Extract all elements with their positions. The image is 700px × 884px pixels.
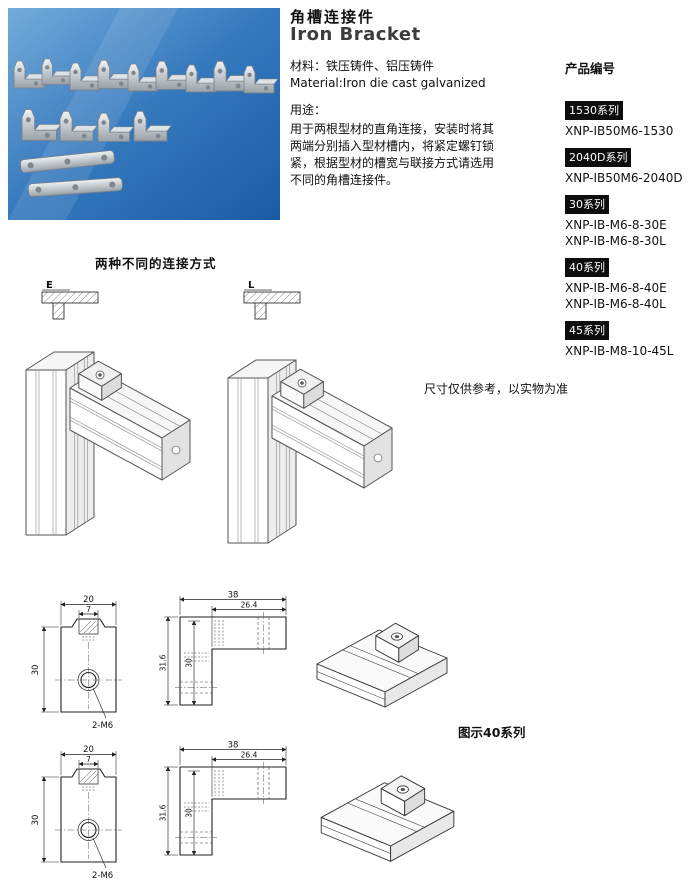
dim-length: 38 [228,741,239,751]
dim-height-outer: 31.6 [159,804,168,821]
profile-assembly [25,351,191,536]
dim-width: 20 [83,595,94,605]
connector-label-e: E [46,280,53,291]
dim-length: 38 [228,591,239,601]
product-code: XNP-IB-M6-8-40E [565,281,667,295]
product-code: XNP-IB-M6-8-30L [565,234,666,248]
profile-assembly [227,359,393,544]
product-code: XNP-IB-M6-8-30E [565,218,667,232]
material-en: Material:Iron die cast galvanized [290,76,486,90]
dim-slot: 7 [86,605,91,614]
dim-slot: 7 [86,755,91,764]
connection-heading: 两种不同的连接方式 [95,256,217,271]
product-photo [8,8,280,220]
side-view-geometry [164,746,286,855]
series-badge: 1530系列 [565,101,623,120]
product-code: XNP-IB50M6-1530 [565,124,674,138]
connector-type-e-icon: E [41,280,99,320]
material-cn: 材料：铁压铸件、铝压铸件 [290,59,435,73]
isometric-bracket [316,622,448,708]
front-view-drawing-1: 20 7 30 2-M6 [31,595,156,731]
product-code: XNP-IB50M6-2040D [565,171,683,185]
series-badge: 40系列 [565,258,609,277]
usage-block: 用途： 用于两根型材的直角连接，安装时将其两端分别插入型材槽内，将紧定螺钉锁紧，… [290,102,494,189]
dim-inner: 26.4 [241,601,258,610]
front-view-drawing-2: 20 7 30 2-M6 [31,745,156,881]
product-code: XNP-IB-M8-10-45L [565,344,674,358]
dim-height: 30 [31,665,41,676]
dim-thread: 2-M6 [92,721,113,731]
connector-label-l: L [248,280,255,291]
series-40: 40系列 XNP-IB-M6-8-40E XNP-IB-M6-8-40L [565,256,699,312]
isometric-bracket [320,775,455,862]
page-title-en: Iron Bracket [290,24,421,45]
connector-shape [243,291,301,320]
dim-width: 20 [83,745,94,755]
dimension-note: 尺寸仅供参考，以实物为准 [424,382,569,396]
dim-height-outer: 31.6 [159,654,168,671]
series-45: 45系列 XNP-IB-M8-10-45L [565,319,699,359]
isometric-view-drawing-1 [316,622,448,708]
side-view-drawing-2: 38 26.4 31.6 30 [159,741,298,884]
connector-type-l-icon: L [243,280,301,320]
bracket-products [13,58,279,198]
dim-height-inner: 30 [185,658,194,668]
series-30: 30系列 XNP-IB-M6-8-30E XNP-IB-M6-8-30L [565,193,699,249]
dim-height-inner: 30 [185,808,194,818]
front-view-geometry [41,751,122,868]
assembly-drawing-e [25,351,191,536]
product-codes-heading: 产品编号 [565,61,616,76]
series-badge: 45系列 [565,321,609,340]
series-1530: 1530系列 XNP-IB50M6-1530 [565,99,699,139]
series-2040d: 2040D系列 XNP-IB50M6-2040D [565,146,699,186]
product-code: XNP-IB-M6-8-40L [565,297,666,311]
product-codes: 产品编号 1530系列 XNP-IB50M6-1530 2040D系列 XNP-… [565,58,699,366]
isometric-view-drawing-2 [320,775,455,862]
dim-thread: 2-M6 [92,871,113,881]
usage-label: 用途： [290,103,327,117]
page-title-cn: 角槽连接件 [290,8,376,26]
side-view-drawing-1: 38 26.4 31.6 30 [159,591,298,735]
series-badge: 30系列 [565,195,609,214]
material-block: 材料：铁压铸件、铝压铸件 Material:Iron die cast galv… [290,58,486,92]
assembly-drawing-l [227,359,393,544]
usage-text: 用于两根型材的直角连接，安装时将其两端分别插入型材槽内，将紧定螺钉锁紧，根据型材… [290,122,495,187]
dim-inner: 26.4 [241,751,258,760]
front-view-geometry [41,601,122,718]
series-caption: 图示40系列 [458,725,526,740]
connector-shape [41,291,99,320]
side-view-geometry [164,596,286,705]
series-badge: 2040D系列 [565,148,632,167]
dim-height: 30 [31,815,41,826]
